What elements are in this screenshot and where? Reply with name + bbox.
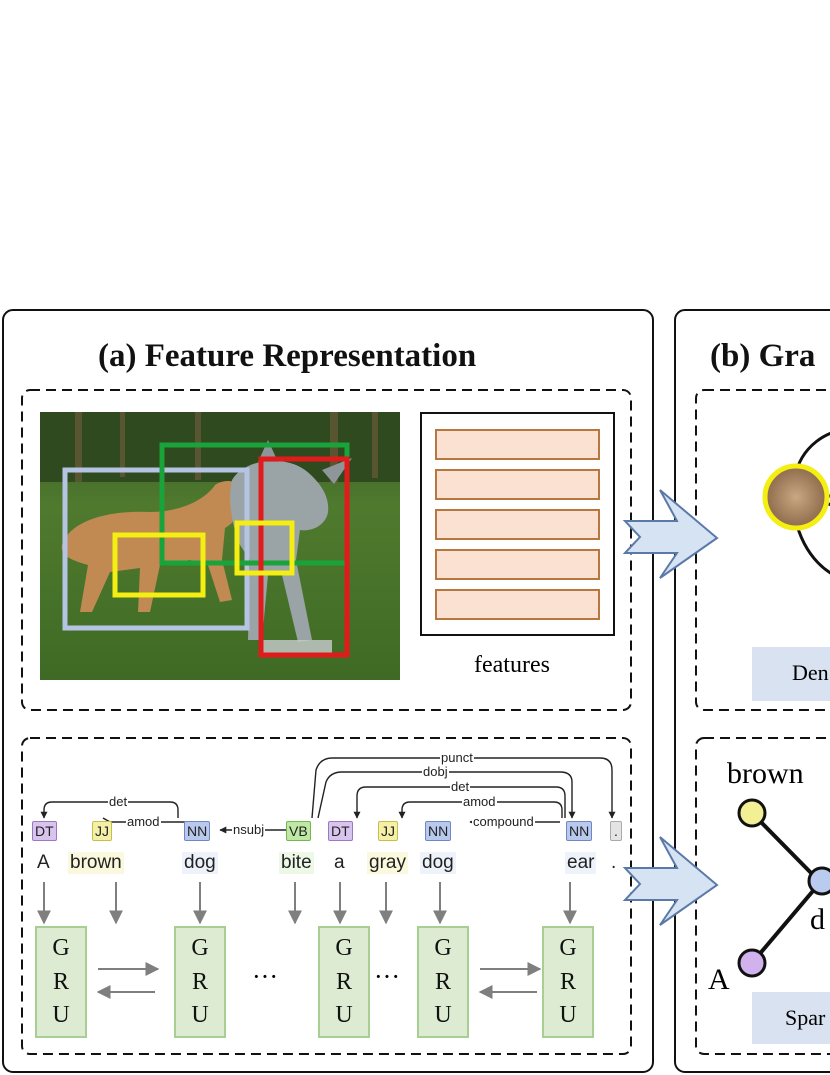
pos-tag: JJ	[92, 821, 112, 841]
token-arrows	[37, 882, 577, 999]
gru-letter: G	[434, 934, 452, 961]
pos-tag: NN	[566, 821, 593, 841]
sparse-graph	[750, 811, 820, 965]
gru-letter: R	[434, 968, 451, 995]
feature-rows	[435, 429, 600, 620]
pos-tag: NN	[184, 821, 211, 841]
token: dog	[182, 852, 218, 874]
relation-label: amod	[462, 794, 497, 809]
pos-tag: NN	[425, 821, 452, 841]
panel-b-frame	[674, 309, 830, 1073]
gru-letter: R	[559, 968, 576, 995]
gru-letter: U	[559, 1002, 577, 1029]
ellipsis: ···	[252, 962, 278, 991]
bbox-yellow-right	[234, 520, 295, 576]
gru-letter: R	[52, 968, 69, 995]
feature-row	[435, 589, 600, 620]
node-label-a: A	[708, 963, 730, 996]
pos-tag: DT	[328, 821, 353, 841]
sparse-node-dog	[807, 866, 830, 896]
token: .	[611, 852, 617, 873]
sparse-graph-label: Spar	[785, 1005, 826, 1030]
panel-a-frame	[2, 309, 654, 1073]
sparse-label-bg	[752, 992, 830, 1044]
relation-label: compound	[472, 814, 535, 829]
token: A	[37, 852, 50, 873]
dense-node-puppy	[762, 463, 830, 531]
token: bite	[279, 852, 314, 874]
sparse-node-brown	[737, 798, 767, 828]
sparse-node-a	[737, 948, 767, 978]
gru-letter: U	[52, 1002, 70, 1029]
features-label: features	[474, 652, 550, 678]
gru-letter: U	[335, 1002, 353, 1029]
gru-cell: G R U	[174, 926, 226, 1038]
flow-arrow-bottom	[622, 836, 719, 926]
token: dog	[420, 852, 456, 874]
pos-tag: DT	[32, 821, 57, 841]
gru-letter: R	[191, 968, 208, 995]
feature-row	[435, 549, 600, 580]
dense-label-bg	[752, 647, 830, 701]
panel-b-title: (b) Gra	[710, 338, 816, 374]
token: a	[334, 852, 345, 873]
relation-label: det	[108, 794, 129, 809]
relation-label: det	[450, 779, 471, 794]
gru-letter: G	[335, 934, 353, 961]
token: brown	[68, 852, 124, 874]
relation-label: amod	[126, 814, 161, 829]
relation-label: nsubj	[232, 822, 266, 837]
gru-letter: G	[559, 934, 577, 961]
dense-subpanel	[695, 389, 830, 711]
bbox-yellow-left	[112, 532, 206, 598]
relation-label: punct	[440, 750, 474, 765]
node-label-brown: brown	[727, 757, 804, 790]
pos-tag: JJ	[378, 821, 398, 841]
feature-row	[435, 429, 600, 460]
gru-letter: U	[191, 1002, 209, 1029]
gru-cell: G R U	[417, 926, 469, 1038]
gru-cell: G R U	[35, 926, 87, 1038]
gru-letter: U	[434, 1002, 452, 1029]
token: ear	[565, 852, 597, 874]
relation-label: dobj	[422, 764, 449, 779]
pos-tag: .	[610, 821, 622, 841]
gru-cell: G R U	[542, 926, 594, 1038]
feature-row	[435, 469, 600, 500]
panel-a-title: (a) Feature Representation	[98, 338, 477, 374]
dense-graph-label: Den	[792, 660, 829, 685]
pos-tag: VB	[286, 821, 311, 841]
flow-arrow-top	[622, 489, 719, 579]
gru-letter: R	[335, 968, 352, 995]
bbox-blue	[62, 467, 250, 631]
gru-cell: G R U	[318, 926, 370, 1038]
gru-letter: G	[191, 934, 209, 961]
node-label-dog: d	[810, 903, 825, 936]
feature-row	[435, 509, 600, 540]
gru-letter: G	[52, 934, 70, 961]
bbox-red	[258, 456, 350, 658]
ellipsis: ···	[374, 962, 400, 991]
token: gray	[367, 852, 408, 874]
